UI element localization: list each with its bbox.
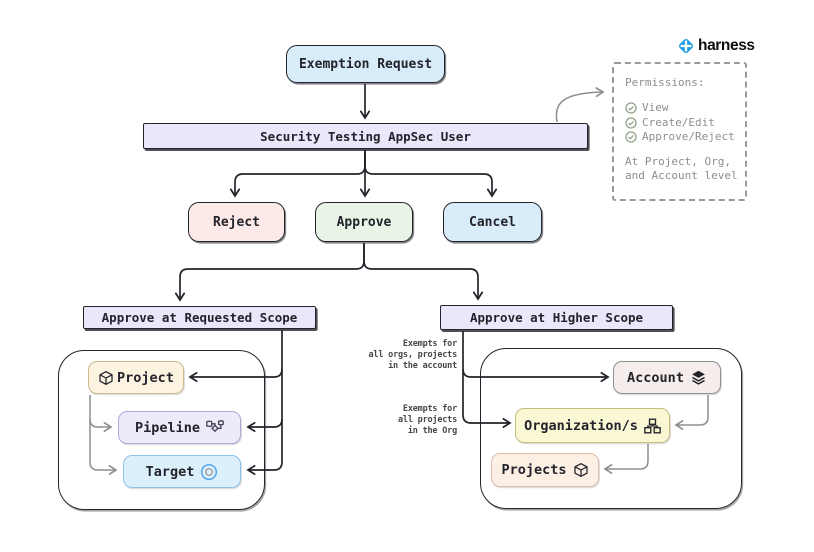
check-circle-icon (625, 117, 637, 129)
cube-icon (573, 463, 588, 477)
node-label: Organization/s (524, 417, 638, 434)
check-circle-icon (625, 102, 637, 114)
node-label: Project (117, 369, 174, 386)
sitemap-icon (644, 418, 661, 433)
node-approve-requested-scope: Approve at Requested Scope (83, 306, 316, 329)
permission-label: Create/Edit (642, 115, 715, 129)
node-organizations: Organization/s (515, 408, 670, 443)
node-reject: Reject (188, 202, 285, 242)
node-appsec-user: Security Testing AppSec User (143, 123, 588, 149)
permission-item-create-edit: Create/Edit (625, 116, 741, 131)
node-cancel: Cancel (443, 202, 542, 242)
node-approve-higher-scope: Approve at Higher Scope (440, 305, 673, 330)
node-label: Account (627, 369, 684, 386)
annotation-exempts-org: Exempts for all projects in the Org (397, 404, 457, 436)
pipeline-icon (206, 420, 224, 433)
node-label: Projects (501, 462, 567, 478)
permission-item-view: View (625, 101, 741, 116)
node-label: Pipeline (134, 419, 201, 436)
annotation-exempts-account: Exempts for all orgs, projects in the ac… (368, 339, 457, 371)
check-circle-icon (625, 131, 637, 143)
permissions-title: Permissions: (625, 76, 705, 89)
permissions-scope-note: At Project, Org, and Account level (625, 154, 738, 183)
node-label: Target (145, 463, 195, 480)
node-exemption-request: Exemption Request (286, 45, 445, 83)
harness-logo: harness (676, 36, 755, 56)
harness-logo-text: harness (698, 37, 755, 54)
permission-label: View (642, 101, 669, 114)
target-icon (201, 463, 218, 480)
requested-scope-group (58, 350, 265, 510)
permission-label: Approve/Reject (642, 130, 735, 143)
node-account: Account (613, 361, 721, 394)
node-projects: Projects (491, 453, 599, 487)
cube-icon (99, 370, 113, 385)
node-project: Project (88, 361, 184, 394)
node-pipeline: Pipeline (118, 411, 241, 444)
node-approve: Approve (315, 202, 413, 242)
permission-item-approve-reject: Approve/Reject (625, 130, 741, 145)
node-target: Target (123, 455, 241, 488)
layers-icon (692, 370, 705, 385)
permissions-panel: Permissions: View Create/Edit Approve/Re… (612, 62, 747, 201)
harness-logo-icon (679, 39, 693, 53)
higher-scope-group (480, 348, 742, 509)
